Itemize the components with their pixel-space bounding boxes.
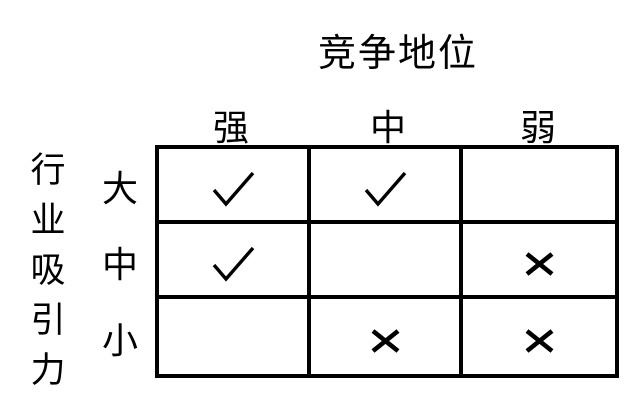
check-icon <box>212 171 255 207</box>
check-icon <box>364 171 407 207</box>
matrix-cell-r1c1 <box>159 149 311 224</box>
row-header-medium: 中 <box>101 245 138 285</box>
row-header-small: 小 <box>101 321 138 361</box>
column-header-medium: 中 <box>369 108 406 148</box>
matrix-table <box>155 145 619 378</box>
matrix-cell-r1c2 <box>311 149 463 224</box>
row-header-large: 大 <box>101 169 138 209</box>
matrix-cell-r2c1 <box>159 224 311 299</box>
matrix-cell-r3c3 <box>463 299 615 374</box>
matrix-cell-r2c3 <box>463 224 615 299</box>
matrix-cell-r3c1 <box>159 299 311 374</box>
column-header-strong: 强 <box>212 108 249 148</box>
cross-icon <box>371 328 399 353</box>
check-icon <box>212 246 255 282</box>
cross-icon <box>525 251 553 276</box>
matrix-cell-r1c3 <box>463 149 615 224</box>
matrix-cell-r2c2 <box>311 224 463 299</box>
cross-icon <box>525 328 553 353</box>
matrix-cell-r3c2 <box>311 299 463 374</box>
row-axis-title: 行业吸引力 <box>30 151 66 390</box>
column-header-weak: 弱 <box>519 108 556 148</box>
column-axis-title: 竞争地位 <box>318 33 479 75</box>
